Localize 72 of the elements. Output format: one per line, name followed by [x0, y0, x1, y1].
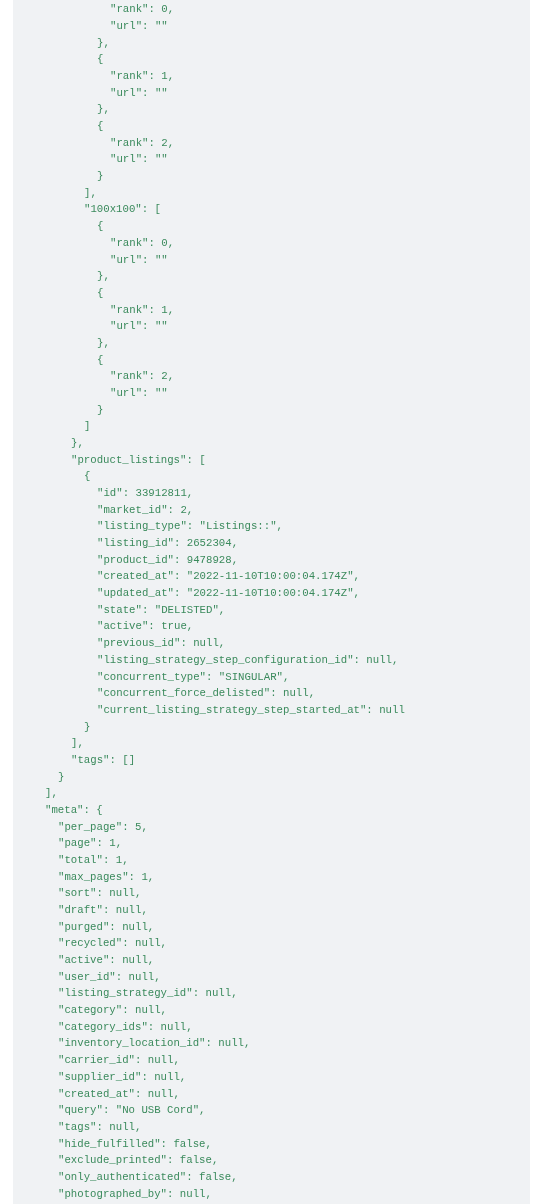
code-line: "listing_strategy_id": null, — [58, 986, 238, 1001]
code-line: "rank": 0, — [110, 2, 175, 17]
code-line: } — [97, 402, 104, 417]
code-line: "id": 33912811, — [97, 486, 194, 500]
code-line: "state": "DELISTED", — [97, 602, 226, 617]
code-line: "photographed_by": null, — [58, 1186, 212, 1201]
code-line: "exclude_printed": false, — [58, 1153, 219, 1168]
code-line: { — [97, 219, 104, 234]
code-line: "url": "" — [110, 252, 168, 267]
code-line: "rank": 1, — [110, 302, 175, 317]
code-line: "per_page": 5, — [58, 819, 148, 834]
code-line: "active": null, — [58, 953, 155, 968]
code-line: "only_authenticated": false, — [58, 1169, 238, 1184]
code-line: { — [97, 52, 104, 67]
code-line: { — [84, 469, 91, 484]
code-line: "market_id": 2, — [97, 502, 194, 517]
code-line: "supplier_id": null, — [58, 1069, 187, 1084]
code-line: "listing_strategy_step_configuration_id": null, — [97, 652, 399, 667]
code-line: } — [97, 169, 104, 184]
code-line: "100x100": [ — [84, 202, 161, 217]
code-line: "recycled": null, — [58, 936, 168, 951]
code-line: "tags": [] — [71, 752, 136, 767]
code-line: "page": 1, — [58, 836, 123, 851]
code-line: ], — [45, 786, 58, 801]
code-line: "concurrent_force_delisted": null, — [97, 686, 316, 701]
code-line: "created_at": null, — [58, 1086, 180, 1101]
code-line: "rank": 2, — [110, 135, 175, 150]
code-line: ], — [84, 185, 97, 200]
code-line: }, — [97, 35, 110, 50]
code-line: "rank": 0, — [110, 235, 175, 250]
code-line: "draft": null, — [58, 903, 148, 917]
code-line: "listing_id": 2652304, — [97, 536, 239, 551]
code-line: "active": true, — [97, 619, 194, 634]
code-line: "sort": null, — [58, 886, 142, 901]
code-line: "url": "" — [110, 319, 168, 334]
code-line: { — [97, 352, 104, 367]
code-line: "listing_type": "Listings::", — [97, 519, 283, 534]
code-line: "previous_id": null, — [97, 636, 226, 651]
code-line: { — [97, 119, 104, 134]
code-line: } — [58, 769, 65, 784]
code-line: "total": 1, — [58, 852, 129, 867]
code-line: "url": "" — [110, 85, 168, 100]
code-line: "meta": { — [45, 802, 103, 817]
code-line: "updated_at": "2022-11-10T10:00:04.174Z", — [97, 586, 360, 601]
code-line: "hide_fulfilled": false, — [58, 1136, 212, 1151]
code-line: "url": "" — [110, 385, 168, 400]
code-line: } — [84, 719, 91, 734]
code-line: "created_at": "2022-11-10T10:00:04.174Z", — [97, 569, 360, 584]
code-line: "rank": 1, — [110, 69, 175, 83]
code-line: "url": "" — [110, 18, 168, 33]
code-line: "max_pages": 1, — [58, 869, 155, 884]
code-line: "query": "No USB Cord", — [58, 1103, 206, 1118]
code-line: }, — [97, 102, 110, 117]
code-line: ], — [71, 736, 84, 751]
code-line: "product_id": 9478928, — [97, 552, 239, 567]
code-line: "inventory_location_id": null, — [58, 1036, 251, 1051]
code-line: "carrier_id": null, — [58, 1053, 180, 1068]
code-line: "current_listing_strategy_step_started_at": null — [97, 702, 405, 717]
code-line: ] — [84, 419, 91, 434]
code-line: "user_id": null, — [58, 969, 161, 984]
code-line: "category_ids": null, — [58, 1019, 193, 1034]
code-line: "purged": null, — [58, 919, 155, 934]
code-line: "url": "" — [110, 152, 168, 167]
code-line: }, — [97, 269, 110, 284]
code-line: "concurrent_type": "SINGULAR", — [97, 669, 290, 684]
code-line: }, — [71, 435, 84, 450]
code-line: "tags": null, — [58, 1119, 142, 1134]
code-line: "rank": 2, — [110, 369, 175, 384]
code-line: { — [97, 285, 104, 300]
code-line: }, — [97, 335, 110, 350]
code-line: "category": null, — [58, 1003, 168, 1018]
code-line: "product_listings": [ — [71, 452, 206, 467]
